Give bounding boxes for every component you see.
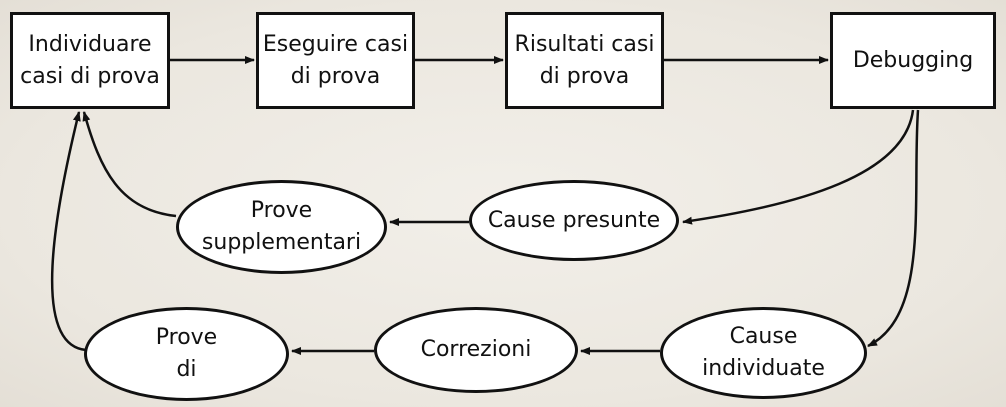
node-individuare-casi-di-prova: Individuare casi di prova — [10, 12, 170, 109]
node-label: Cause individuate — [702, 324, 825, 381]
arrow-debugging-to-cause-individuate — [867, 109, 920, 348]
node-label: Debugging — [852, 47, 974, 73]
arrow-prove-supplementari-to-individuare — [82, 111, 177, 218]
node-cause-individuate: Cause individuate — [660, 307, 867, 399]
node-label: Correzioni — [420, 337, 532, 362]
node-label: Prove di — [155, 325, 218, 382]
node-label: Cause presunte — [487, 207, 661, 233]
node-risultati-casi-di-prova: Risultati casi di prova — [505, 12, 664, 109]
node-correzioni: Correzioni — [374, 307, 578, 393]
node-cause-presunte: Cause presunte — [469, 180, 679, 261]
arrow-debugging-to-cause-presunte — [682, 109, 915, 225]
node-label: Risultati casi di prova — [514, 31, 655, 89]
node-prove-di: Prove di — [84, 307, 289, 401]
node-prove-supplementari: Prove supplementari — [176, 180, 387, 274]
node-label: Prove supplementari — [201, 198, 362, 255]
arrow-prove-di-to-individuare — [50, 111, 87, 352]
node-debugging: Debugging — [830, 12, 996, 109]
node-label: Eseguire casi di prova — [262, 31, 409, 89]
node-label: Individuare casi di prova — [20, 31, 160, 89]
node-eseguire-casi-di-prova: Eseguire casi di prova — [256, 12, 415, 109]
